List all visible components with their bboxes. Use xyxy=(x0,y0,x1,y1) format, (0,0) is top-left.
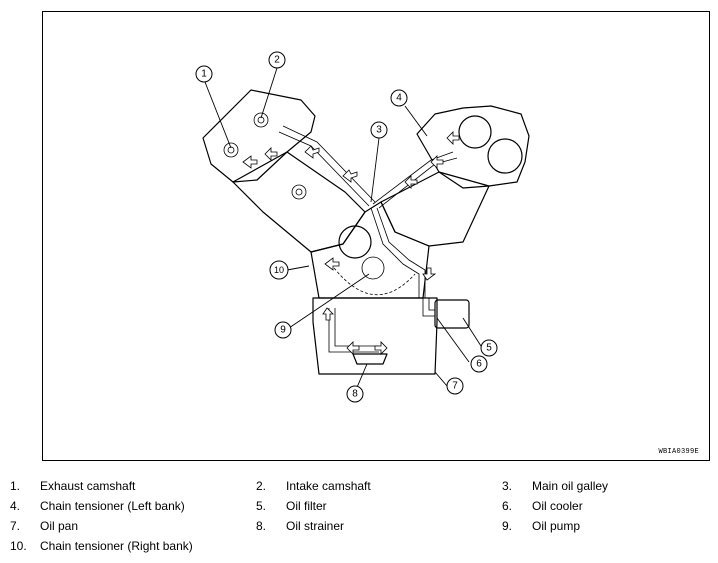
legend-label: Oil cooler xyxy=(532,499,583,513)
svg-text:4: 4 xyxy=(396,93,402,104)
svg-text:3: 3 xyxy=(376,125,382,136)
legend-number: 3. xyxy=(502,479,513,493)
legend-number: 8. xyxy=(256,519,267,533)
svg-text:1: 1 xyxy=(201,69,207,80)
legend-number: 9. xyxy=(502,519,513,533)
legend-number: 4. xyxy=(10,499,21,513)
svg-text:7: 7 xyxy=(452,381,458,392)
legend-label: Chain tensioner (Left bank) xyxy=(40,499,185,513)
oil-pan-shape xyxy=(312,297,438,375)
callout-10: 10 xyxy=(269,260,289,280)
legend-label: Intake camshaft xyxy=(286,479,371,493)
callout-8: 8 xyxy=(346,385,364,403)
svg-text:6: 6 xyxy=(476,359,482,370)
legend-label: Oil pump xyxy=(532,519,581,533)
svg-text:5: 5 xyxy=(486,343,492,354)
callout-5: 5 xyxy=(480,339,498,357)
callout-9: 9 xyxy=(274,321,292,339)
legend-label: Exhaust camshaft xyxy=(40,479,136,493)
oil-flow-arrows xyxy=(242,131,460,355)
legend-label: Oil strainer xyxy=(286,519,345,533)
legend-number: 6. xyxy=(502,499,513,513)
legend-label: Oil filter xyxy=(286,499,327,513)
callout-1: 1 xyxy=(195,65,213,83)
callout-3: 3 xyxy=(370,121,388,139)
legend-number: 2. xyxy=(256,479,267,493)
left-bank-cylinder-head xyxy=(416,105,530,189)
svg-text:10: 10 xyxy=(274,265,284,275)
legend-number: 10. xyxy=(10,539,27,553)
callout-7: 7 xyxy=(446,377,464,395)
legend-number: 1. xyxy=(10,479,21,493)
engine-lubrication-diagram: 1 2 3 4 5 6 7 8 xyxy=(195,51,530,403)
leader-lines xyxy=(204,67,482,393)
right-bank-cylinder-block xyxy=(232,151,366,253)
legend-label: Oil pan xyxy=(40,519,79,533)
callout-2: 2 xyxy=(268,51,286,69)
svg-text:2: 2 xyxy=(274,55,280,66)
legend-label: Chain tensioner (Right bank) xyxy=(40,539,193,553)
callout-4: 4 xyxy=(390,89,408,107)
oil-filter-shape xyxy=(422,298,470,329)
diagram-frame: 1 2 3 4 5 6 7 8 xyxy=(42,11,710,461)
svg-text:9: 9 xyxy=(280,325,286,336)
svg-text:8: 8 xyxy=(352,389,358,400)
crankcase xyxy=(310,201,430,299)
legend-label: Main oil galley xyxy=(532,479,609,493)
callout-6: 6 xyxy=(470,355,488,373)
figure-code: WBIA0399E xyxy=(658,448,699,456)
legend-number: 5. xyxy=(256,499,267,513)
legend-number: 7. xyxy=(10,519,21,533)
left-bank-cylinder-block xyxy=(380,171,490,247)
